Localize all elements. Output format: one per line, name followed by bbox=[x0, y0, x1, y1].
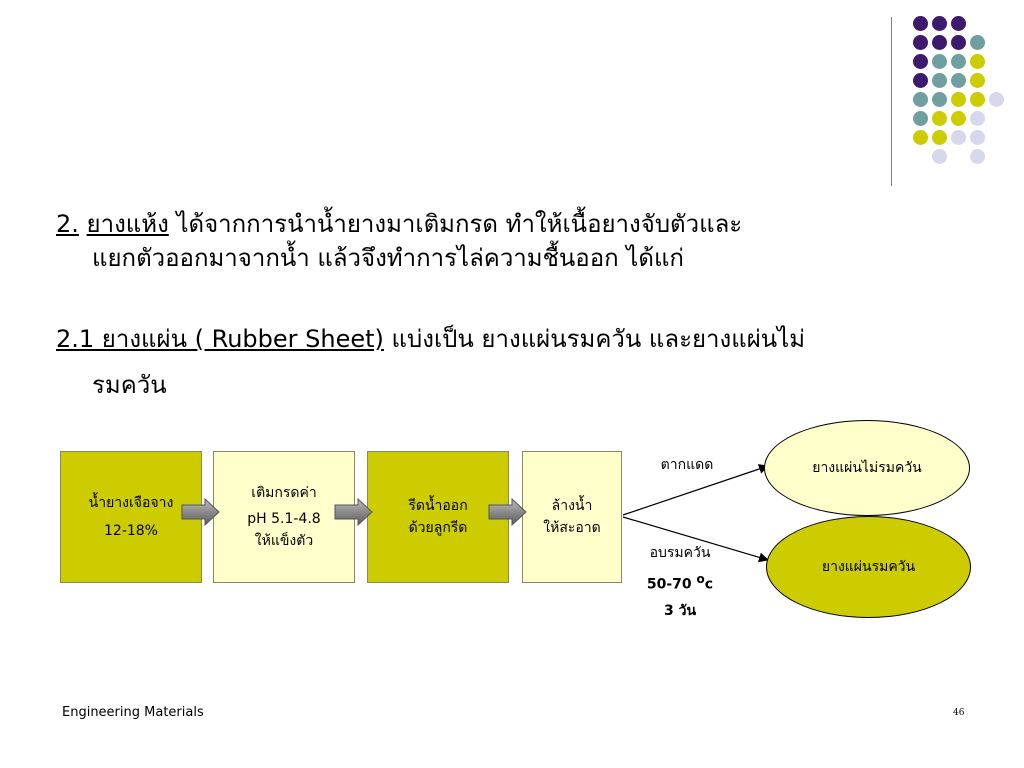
smoke-line3: 3 วัน bbox=[663, 602, 697, 619]
result-smoked-sheet: ยางแผ่นรมควัน bbox=[766, 516, 971, 618]
dot bbox=[932, 54, 947, 69]
dot bbox=[951, 73, 966, 88]
block-arrow-3 bbox=[488, 497, 527, 527]
heading2-underlined: 2.1 ยางแผ่น ( Rubber Sheet) bbox=[56, 325, 384, 353]
heading1-number: 2. bbox=[56, 210, 79, 238]
step-wash: ล้างน้ำ ให้สะอาด bbox=[522, 451, 622, 583]
dot bbox=[913, 130, 928, 145]
arrow-to-smoked bbox=[622, 516, 769, 563]
dot bbox=[932, 73, 947, 88]
dot bbox=[932, 16, 947, 31]
label-sun-dry: ตากแดด bbox=[660, 457, 714, 473]
step-roll-press: รีดน้ำออก ด้วยลูกรีด bbox=[367, 451, 509, 583]
dot bbox=[951, 130, 966, 145]
step2-line2: pH 5.1-4.8 bbox=[247, 511, 321, 527]
heading1-text-line1: ได้จากการนำน้ำยางมาเติมกรด ทำให้เนื้อยาง… bbox=[168, 210, 743, 238]
step3-line2: ด้วยลูกรีด bbox=[408, 520, 468, 536]
dot bbox=[913, 73, 928, 88]
dot bbox=[970, 92, 985, 107]
smoke-temp-value: 50-70 bbox=[646, 576, 692, 593]
dot bbox=[951, 54, 966, 69]
dot bbox=[932, 92, 947, 107]
dot bbox=[913, 92, 928, 107]
step4-line1: ล้างน้ำ bbox=[551, 498, 593, 514]
dot bbox=[913, 54, 928, 69]
dot bbox=[951, 35, 966, 50]
step4-line2: ให้สะอาด bbox=[543, 520, 601, 536]
vertical-divider bbox=[891, 17, 892, 186]
smoke-temp-unit: c bbox=[704, 576, 714, 593]
dot bbox=[970, 73, 985, 88]
step1-line1: น้ำยางเจือจาง bbox=[88, 495, 174, 511]
arrow-to-unsmoked bbox=[622, 464, 769, 516]
footer-course: Engineering Materials bbox=[62, 705, 204, 720]
dot bbox=[913, 16, 928, 31]
step-diluted-latex: น้ำยางเจือจาง 12-18% bbox=[60, 451, 202, 583]
heading1-term: ยางแห้ง bbox=[86, 210, 169, 238]
dot bbox=[951, 16, 966, 31]
dot bbox=[970, 111, 985, 126]
dot bbox=[989, 92, 1004, 107]
dot bbox=[970, 149, 985, 164]
step2-line1: เติมกรดค่า bbox=[251, 485, 317, 501]
dot bbox=[932, 130, 947, 145]
result-unsmoked-sheet: ยางแผ่นไม่รมควัน bbox=[764, 420, 970, 516]
block-arrow-1 bbox=[181, 497, 220, 527]
block-arrow-2 bbox=[334, 497, 373, 527]
paragraph-dry-rubber: 2. ยางแห้ง ได้จากการนำน้ำยางมาเติมกรด ทำ… bbox=[56, 207, 986, 275]
result-smoked-label: ยางแผ่นรมควัน bbox=[821, 559, 916, 575]
paragraph-rubber-sheet: 2.1 ยางแผ่น ( Rubber Sheet) แบ่งเป็น ยาง… bbox=[56, 322, 986, 402]
dot bbox=[970, 35, 985, 50]
smoke-degree-symbol: o bbox=[696, 572, 705, 586]
label-smoke: อบรมควัน 50-70 oc 3 วัน bbox=[630, 540, 730, 624]
step3-line1: รีดน้ำออก bbox=[408, 498, 468, 514]
result-unsmoked-label: ยางแผ่นไม่รมควัน bbox=[812, 460, 922, 476]
dot bbox=[951, 92, 966, 107]
smoke-line1: อบรมควัน bbox=[649, 545, 711, 561]
step-add-acid: เติมกรดค่า pH 5.1-4.8 ให้แข็งตัว bbox=[213, 451, 355, 583]
step1-line2: 12-18% bbox=[104, 523, 158, 539]
heading2-text-line1: แบ่งเป็น ยางแผ่นรมควัน และยางแผ่นไม่ bbox=[383, 325, 806, 353]
dot bbox=[932, 35, 947, 50]
heading2-text-line2: รมควัน bbox=[92, 371, 167, 399]
dot bbox=[970, 54, 985, 69]
dot bbox=[932, 111, 947, 126]
dot bbox=[913, 111, 928, 126]
dot bbox=[913, 35, 928, 50]
smoke-line2: 50-70 oc bbox=[630, 566, 730, 598]
dot bbox=[932, 149, 947, 164]
heading1-text-line2: แยกตัวออกมาจากน้ำ แล้วจึงทำการไล่ความชื้… bbox=[92, 244, 684, 272]
dot bbox=[970, 130, 985, 145]
step2-line3: ให้แข็งตัว bbox=[254, 533, 314, 549]
dot bbox=[951, 111, 966, 126]
page-number: 46 bbox=[953, 708, 965, 718]
